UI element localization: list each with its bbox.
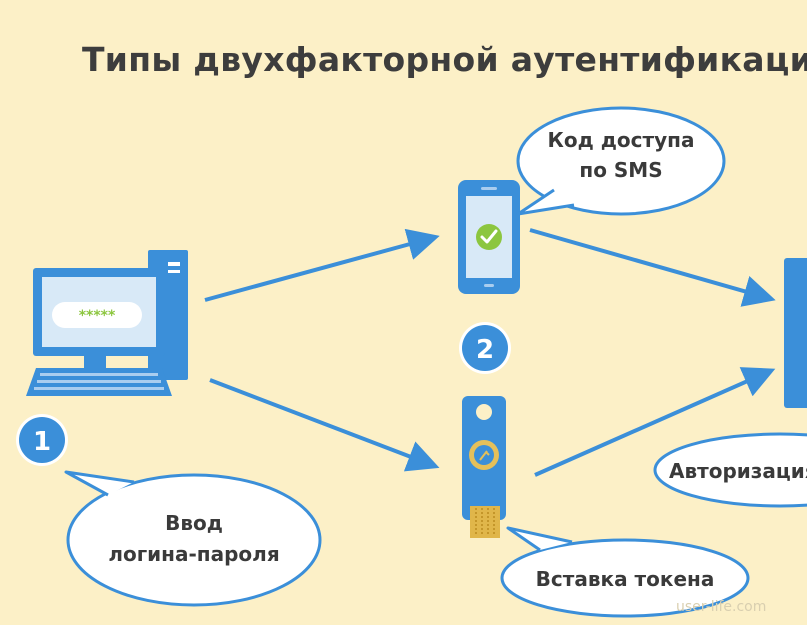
server-icon xyxy=(784,258,807,408)
step-1-badge: 1 xyxy=(16,414,68,466)
sms-bubble-line2: по SMS xyxy=(579,158,662,182)
arrow-token-to-server xyxy=(534,367,776,477)
step-1-label: 1 xyxy=(33,427,51,457)
authorization-bubble: Авторизация xyxy=(653,432,807,508)
auth-bubble-text: Авторизация xyxy=(669,459,807,483)
sms-code-bubble: Код доступа по SMS xyxy=(516,106,726,216)
login-bubble-line1: Ввод xyxy=(165,511,223,535)
sms-bubble-line1: Код доступа xyxy=(548,128,695,152)
arrow-computer-to-phone xyxy=(204,228,440,302)
step-2-label: 2 xyxy=(476,335,494,365)
diagram-title: Типы двухфакторной аутентификации xyxy=(82,40,807,79)
arrow-phone-to-server xyxy=(529,228,776,307)
computer-icon: ***** xyxy=(26,250,188,396)
login-password-bubble: Ввод логина-пароля xyxy=(64,470,322,607)
watermark: user-life.com xyxy=(676,599,766,615)
step-2-badge: 2 xyxy=(459,322,511,374)
usb-token-icon xyxy=(462,396,506,538)
token-insert-bubble: Вставка токена xyxy=(500,526,750,618)
arrow-computer-to-token xyxy=(209,378,440,472)
check-icon xyxy=(476,224,502,250)
password-mask: ***** xyxy=(79,308,116,324)
token-bubble-text: Вставка токена xyxy=(536,567,715,591)
login-bubble-line2: логина-пароля xyxy=(108,542,279,566)
